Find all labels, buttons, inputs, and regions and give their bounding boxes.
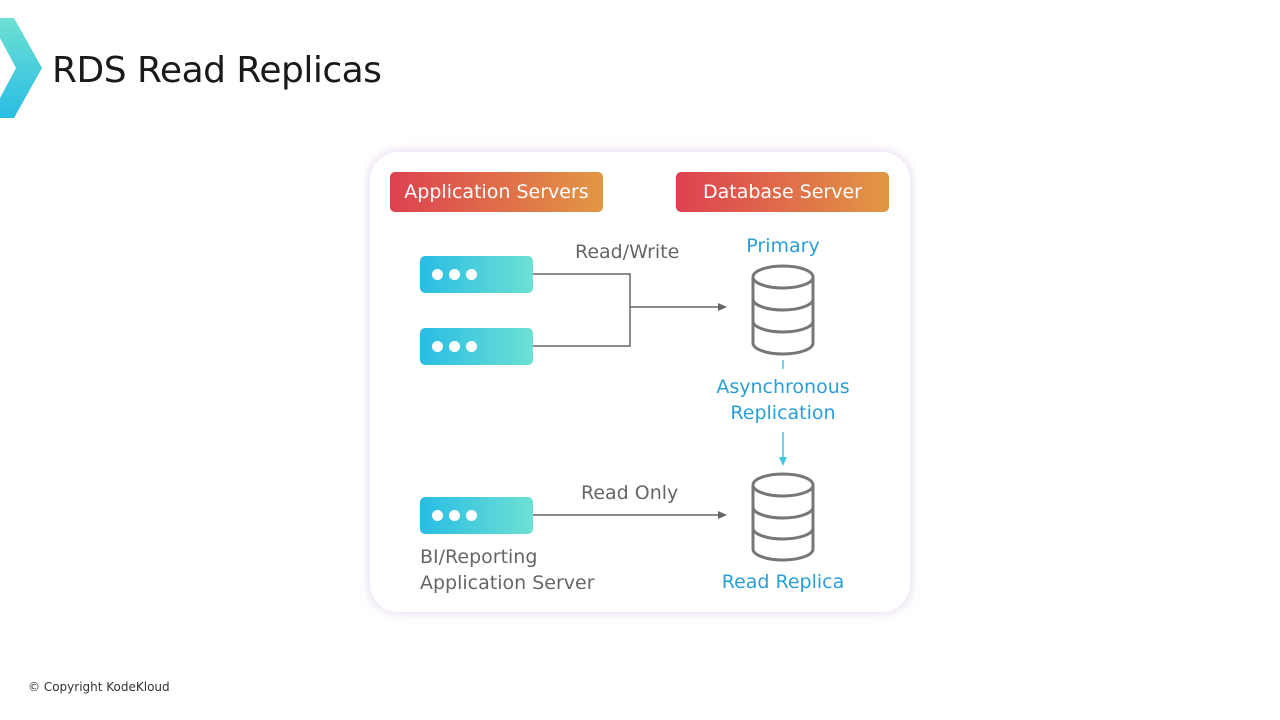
bi-server-icon [420, 497, 533, 534]
replica-database-icon [751, 472, 815, 562]
read-only-label: Read Only [581, 482, 679, 504]
bi-label-line1: BI/Reporting [420, 546, 538, 568]
application-servers-header: Application Servers [390, 172, 603, 212]
async-label-line1: Asynchronous [716, 376, 850, 398]
logo-chevron-icon [0, 18, 42, 118]
bi-label-line2: Application Server [420, 572, 595, 594]
primary-label: Primary [746, 235, 820, 257]
copyright: © Copyright KodeKloud [28, 680, 170, 694]
primary-database-icon [751, 264, 815, 356]
page-title: RDS Read Replicas [52, 50, 382, 91]
app-server-icon [420, 328, 533, 365]
diagram-card [370, 152, 910, 612]
database-server-header: Database Server [676, 172, 889, 212]
async-label-line2: Replication [730, 402, 836, 424]
read-replica-label: Read Replica [721, 571, 845, 593]
read-write-connector [533, 273, 631, 347]
app-server-icon [420, 256, 533, 293]
read-write-label: Read/Write [575, 241, 680, 263]
